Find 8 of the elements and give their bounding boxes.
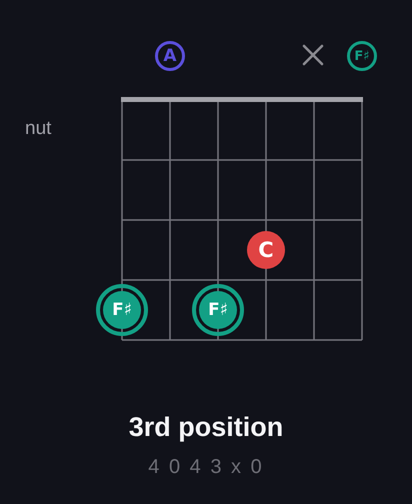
root-note-dot: F♯ (192, 284, 244, 336)
fingering-text: 4 0 4 3 x 0 (148, 456, 264, 478)
note-dot: C (247, 231, 285, 269)
nut-label: nut (25, 118, 52, 140)
root-note-dot: F♯ (96, 284, 148, 336)
chord-title: 3rd position (128, 412, 284, 442)
open-string-marker: A (155, 41, 185, 71)
open-string-marker: F♯ (347, 41, 377, 71)
